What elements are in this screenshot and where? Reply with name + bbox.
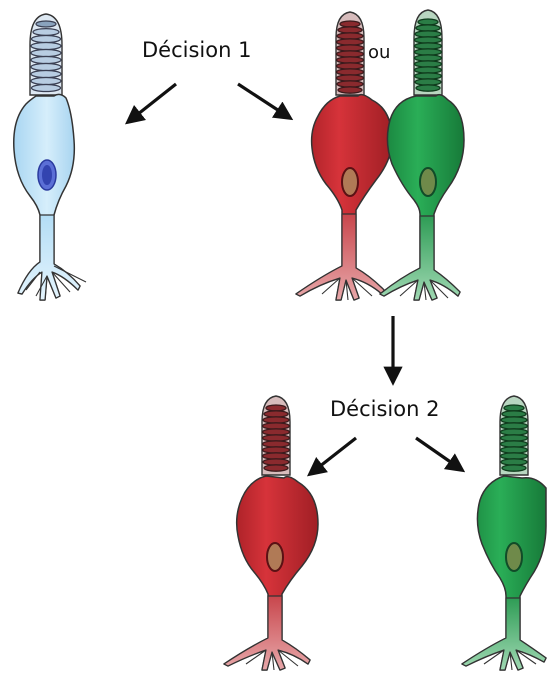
arrow-to-blue <box>128 84 176 122</box>
decision-2-label: Décision 2 <box>330 397 439 421</box>
red-cone-bottom <box>224 396 318 670</box>
green-cone-top <box>380 10 464 300</box>
blue-photoreceptor <box>14 14 86 300</box>
arrow-to-red <box>310 438 356 474</box>
green-top-nucleus <box>420 168 436 196</box>
red-top-outer-segment <box>336 12 364 95</box>
green-bottom-outer-segment <box>500 396 528 475</box>
green-bottom-nucleus <box>506 543 522 571</box>
blue-outer-segment <box>30 14 62 95</box>
green-cone-bottom <box>462 396 546 670</box>
or-label: ou <box>368 42 390 63</box>
green-top-outer-segment <box>414 10 442 95</box>
red-bottom-nucleus <box>267 543 283 571</box>
decision-1-label: Décision 1 <box>142 38 251 62</box>
red-top-nucleus <box>342 168 358 196</box>
arrow-to-green <box>416 438 462 470</box>
red-bottom-outer-segment <box>262 396 290 475</box>
arrow-to-cones <box>238 84 290 118</box>
